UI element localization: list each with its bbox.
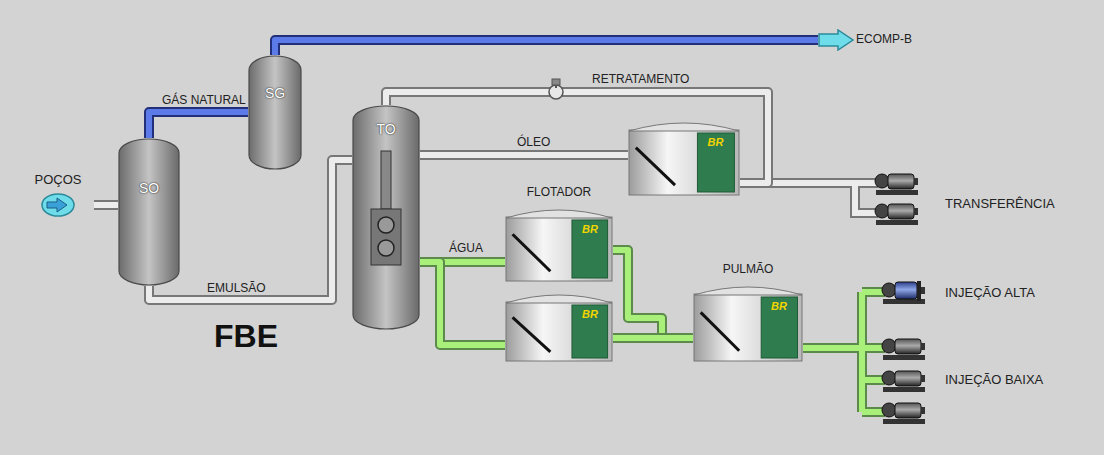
pipe-outline (420, 262, 505, 345)
pipe-core (149, 112, 248, 138)
pipe-label: ÓLEO (515, 135, 552, 149)
terminal-node: POÇOS (22, 172, 94, 218)
logo-text: BR (572, 308, 608, 320)
tank-body (694, 294, 802, 361)
equipment-label: TRANSFERÊNCIA (945, 196, 1055, 211)
source-label: POÇOS (22, 172, 94, 187)
inlet-arrow-icon (40, 193, 76, 217)
tank-roof (629, 123, 739, 131)
pipe-label: ÁGUA (447, 241, 485, 255)
tank-roof (506, 210, 612, 218)
tank-panel (572, 220, 608, 278)
vessel-tag: SO (118, 180, 180, 196)
tank-diagonal (513, 234, 551, 271)
tank-shape (505, 290, 613, 362)
pipe-connector (613, 338, 693, 339)
equipment-label: INJEÇÃO ALTA (945, 285, 1035, 300)
pipe-label: RETRATAMENTO (590, 72, 691, 86)
tank-body (629, 130, 739, 195)
pipe-outline (94, 200, 118, 210)
tank-panel (572, 305, 608, 358)
pipe-core (613, 250, 693, 338)
transfer-pump (875, 174, 918, 195)
pipe-connector (613, 250, 693, 338)
pipe-label: GÁS NATURAL (160, 93, 248, 107)
tank-heading: PULMÃO (693, 262, 803, 276)
pipe-outline (613, 250, 693, 338)
storage-tank: PULMÃO BR (693, 262, 803, 362)
storage-tank: BR (505, 290, 613, 362)
vessel-tag: TO (352, 121, 420, 137)
tank-diagonal (636, 148, 675, 185)
pipe-outline (613, 333, 693, 343)
tank-panel (761, 297, 797, 358)
pipe-core (420, 262, 505, 345)
vessel-internal (381, 151, 391, 209)
tank-heading: FLOTADOR (505, 185, 613, 199)
tank-roof (694, 287, 802, 295)
logo-text: BR (761, 300, 797, 312)
vessel-shape (352, 105, 420, 330)
pipe-core (94, 202, 118, 208)
pipe-label: EMULSÃO (205, 281, 268, 295)
high-injection-pump (882, 281, 925, 304)
tank-body (506, 302, 612, 361)
separator-vessel: TO (352, 105, 420, 330)
pipe-connector (420, 155, 628, 156)
injection-pipe (803, 292, 885, 412)
vessel-internal (371, 209, 401, 265)
outlet-arrow-icon (818, 29, 854, 51)
low-injection-pump (882, 371, 925, 392)
tank-panel (697, 133, 734, 192)
vessel-tag: SG (248, 85, 302, 101)
diagram-title: FBE (214, 318, 278, 355)
pipe-connector (149, 112, 248, 138)
inlet-arrow-icon (42, 194, 74, 216)
transfer-pump (875, 204, 918, 225)
outlet-label: ECOMP-B (856, 32, 912, 46)
storage-tank: FLOTADOR BR (505, 185, 613, 282)
pipe-outline (149, 112, 248, 138)
low-injection-pump (882, 339, 925, 360)
logo-text: BR (572, 223, 608, 235)
equipment-label: INJEÇÃO BAIXA (945, 372, 1043, 387)
storage-tank: BR (628, 118, 740, 196)
tank-diagonal (701, 312, 740, 350)
vessel-body (353, 106, 419, 329)
pipe-connector (420, 262, 505, 345)
pipe-outline (275, 40, 818, 55)
vessel-body (119, 139, 179, 285)
vessel-shape (248, 55, 302, 170)
tank-body (506, 217, 612, 281)
vessel-body (249, 56, 301, 169)
pipe-connector (94, 205, 118, 206)
separator-vessel: SG (248, 55, 302, 170)
valve-symbol (549, 79, 563, 99)
vessel-shape (118, 138, 180, 286)
tank-shape (628, 118, 740, 196)
tank-roof (506, 295, 612, 303)
low-injection-pump (882, 403, 925, 424)
injection-pipe (803, 292, 885, 412)
tank-shape (505, 205, 613, 282)
logo-text: BR (697, 136, 734, 148)
vessel-internal (378, 217, 394, 233)
tank-diagonal (513, 317, 551, 352)
inlet-arrow-icon (47, 198, 67, 212)
pipe-core (613, 335, 693, 341)
pipe-outline (420, 150, 628, 160)
pipe-connector (275, 40, 818, 55)
vessel-internal (378, 240, 394, 256)
tank-shape (693, 282, 803, 362)
separator-vessel: SO (118, 138, 180, 286)
outlet-arrow-icon (819, 30, 853, 50)
pipe-core (275, 40, 818, 55)
terminal-node: ECOMP-B (818, 29, 940, 51)
pipe-core (420, 152, 628, 158)
